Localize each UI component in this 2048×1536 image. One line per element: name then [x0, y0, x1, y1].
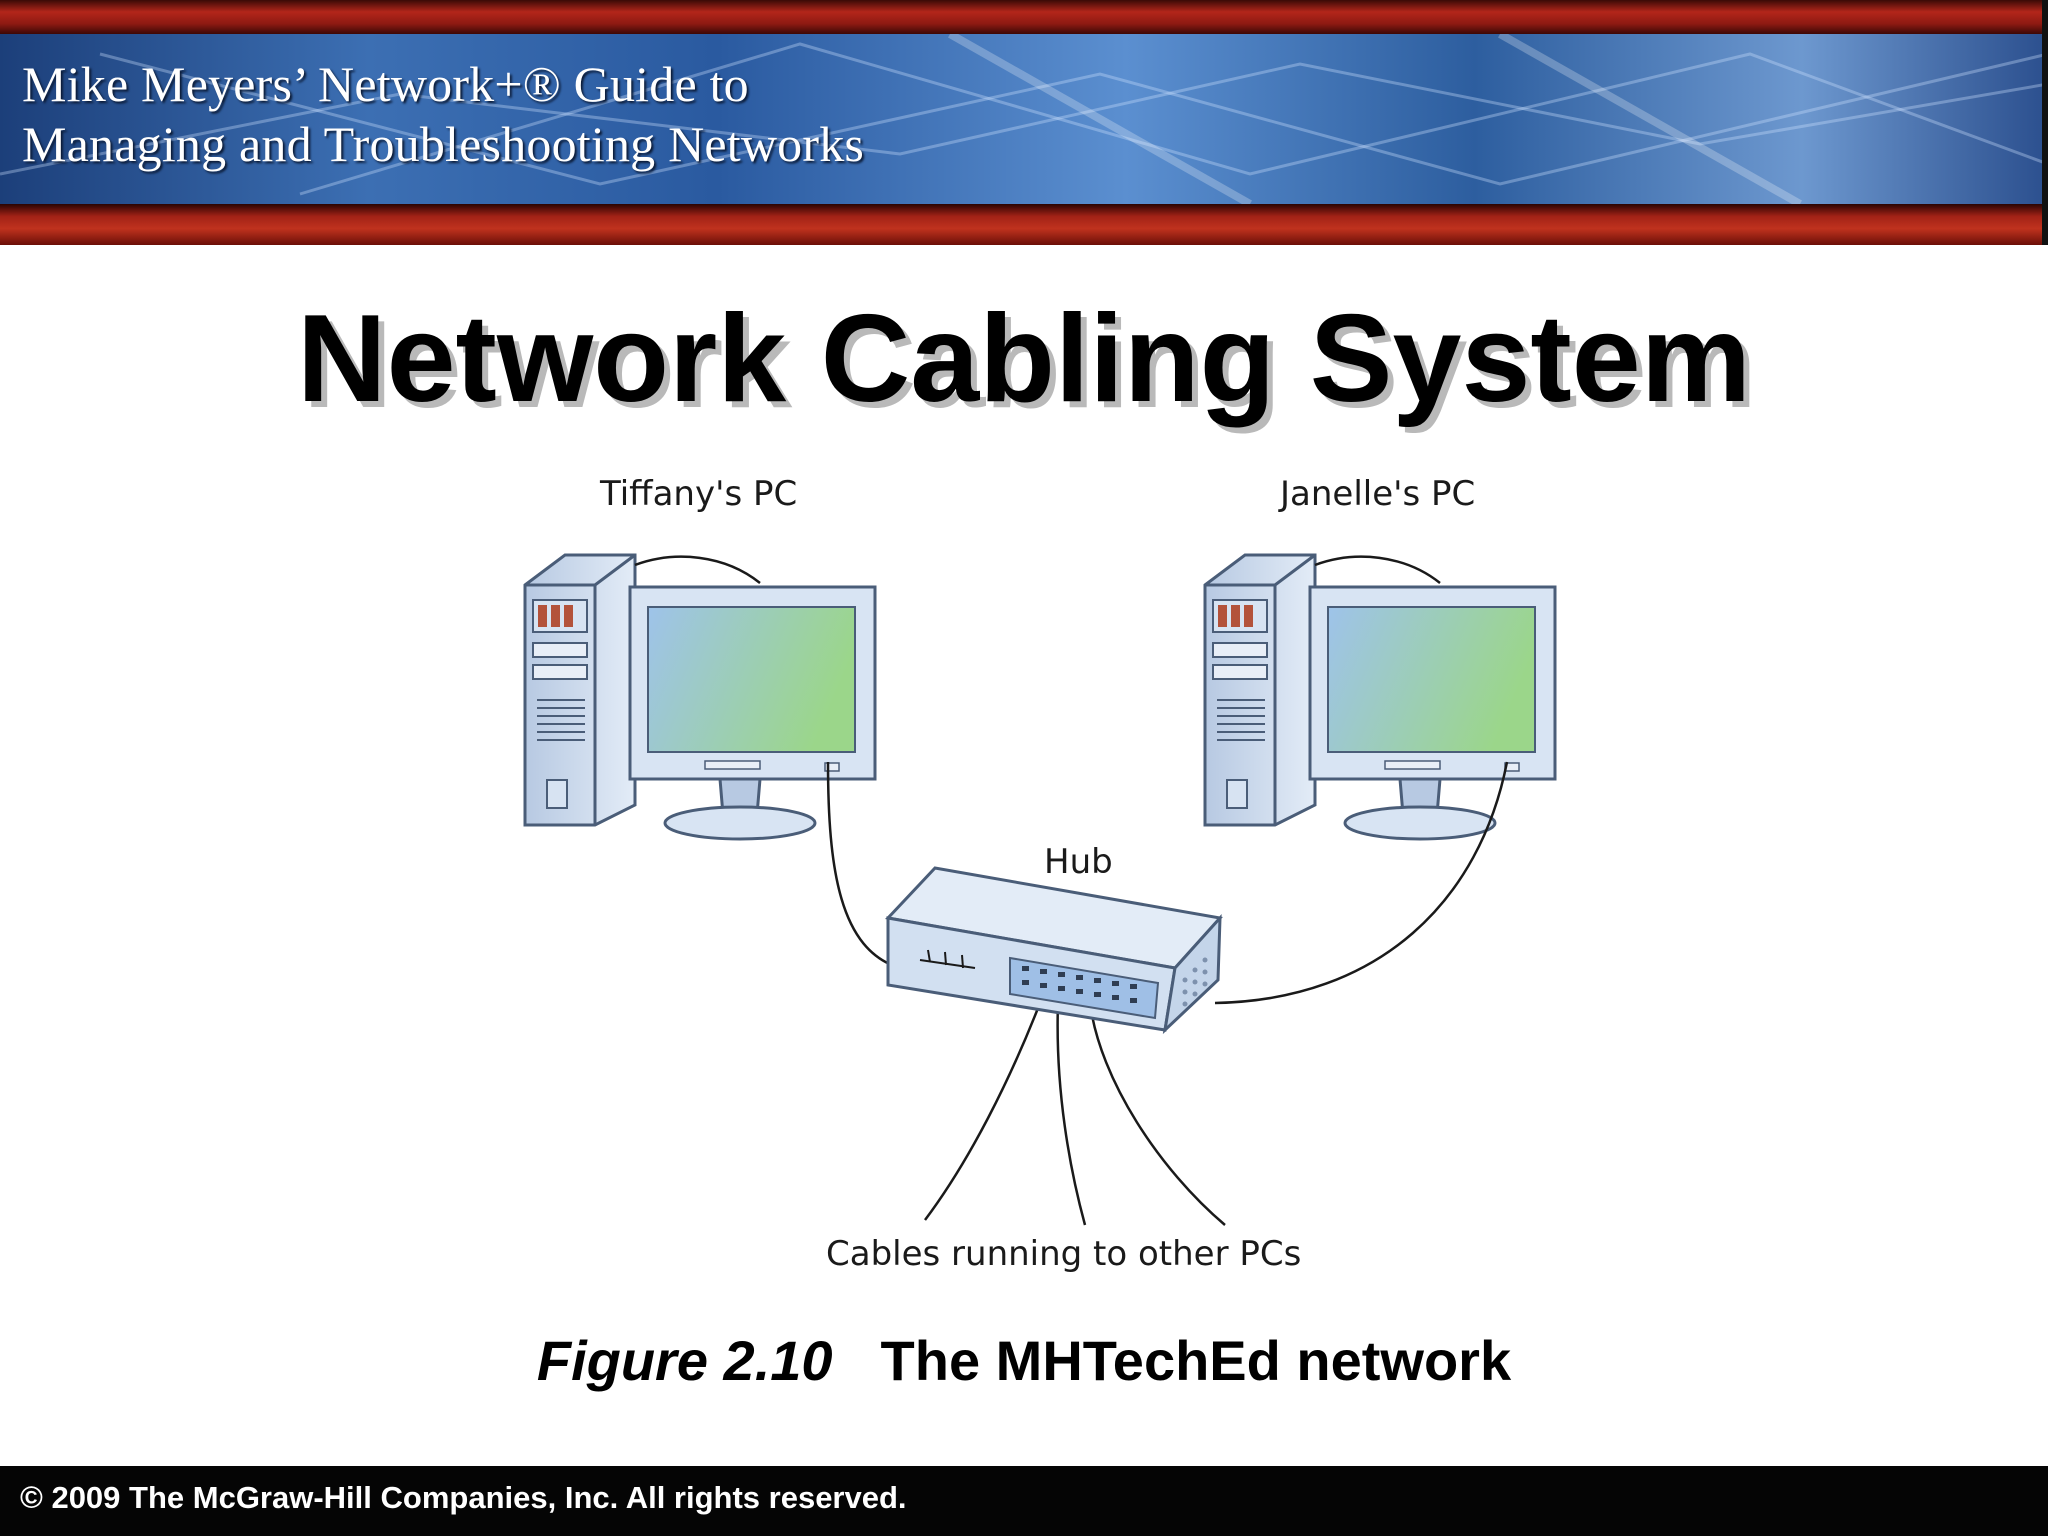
cable-to-other-pc-3 — [1088, 1002, 1226, 1226]
cable-to-other-pc-1 — [923, 1002, 1042, 1221]
figure-number: Figure 2.10 — [536, 1329, 833, 1392]
footer-bar: © 2009 The McGraw-Hill Companies, Inc. A… — [0, 1466, 2048, 1536]
hub-label: Hub — [1044, 842, 1113, 882]
hub-graphic — [885, 866, 1223, 1035]
figure-title: The MHTechEd network — [880, 1329, 1512, 1392]
banner-streaks-graphic — [0, 34, 2048, 204]
figure-caption: Figure 2.10 The MHTechEd network — [0, 1328, 2048, 1393]
pc-left-graphic — [523, 553, 877, 841]
pc-right-label: Janelle's PC — [1280, 474, 1476, 514]
cables-label: Cables running to other PCs — [826, 1234, 1302, 1274]
cable-left-pc-to-hub — [826, 761, 901, 970]
banner-title-line1: Mike Meyers’ Network+® Guide to — [22, 56, 749, 112]
slide-title: Network Cabling System — [297, 290, 1751, 428]
banner-edge — [2042, 0, 2048, 245]
banner-title-line2: Managing and Troubleshooting Networks — [22, 116, 865, 172]
banner-top-stripe — [0, 0, 2048, 34]
banner-bottom-stripe — [0, 204, 2048, 245]
cable-right-pc-to-hub — [1214, 761, 1509, 1005]
banner-blue-band — [0, 34, 2048, 204]
pc-left-label: Tiffany's PC — [600, 474, 798, 514]
cable-to-other-pc-2 — [1056, 1002, 1087, 1226]
pc-right-graphic — [1203, 553, 1557, 841]
header-banner: Mike Meyers’ Network+® Guide to Managing… — [0, 0, 2048, 245]
copyright-text: © 2009 The McGraw-Hill Companies, Inc. A… — [20, 1480, 907, 1515]
